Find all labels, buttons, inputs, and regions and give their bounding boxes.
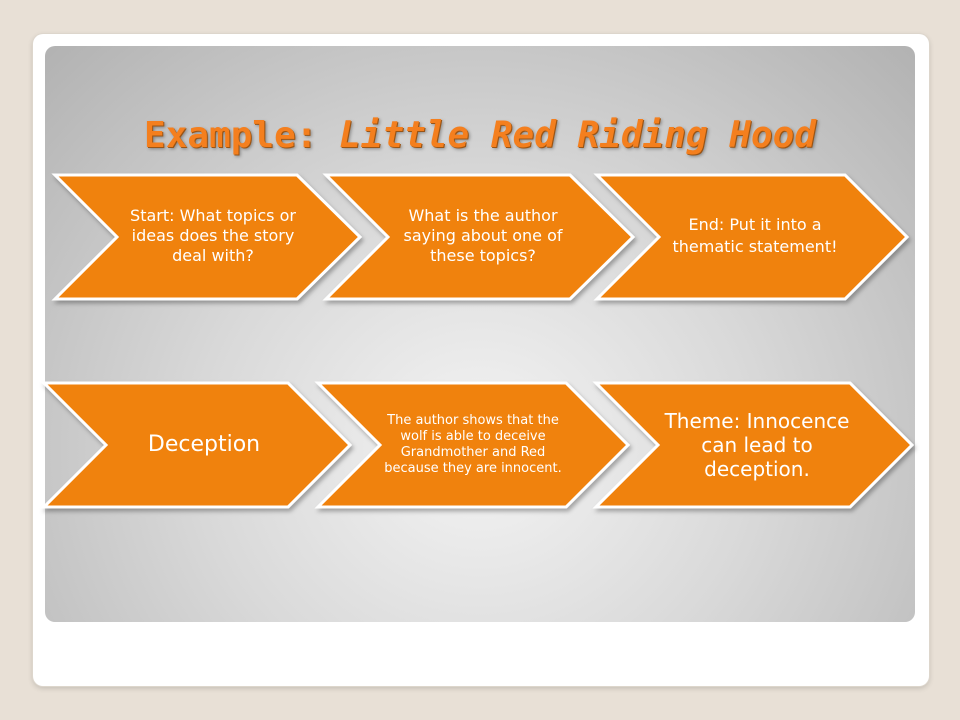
chevron-author-message xyxy=(314,381,631,509)
chevron-end xyxy=(593,173,910,301)
chevron-middle xyxy=(322,173,636,301)
chevron-theme xyxy=(592,381,915,509)
chevron-topic-text: Deception xyxy=(147,432,261,457)
chevron-author-message-text: The author shows that the wolf is able t… xyxy=(384,413,562,476)
chevron-middle-text: What is the author saying about one of t… xyxy=(403,206,563,265)
chevron-theme-text: Theme: Innocence can lead to deception. xyxy=(664,409,850,481)
chevron-start xyxy=(51,173,363,301)
slide-title: Example: Little Red Riding Hood xyxy=(45,112,915,160)
chevron-end-text: End: Put it into a thematic statement! xyxy=(672,215,838,256)
chevron-topic xyxy=(40,381,353,509)
title-emphasis: Little Red Riding Hood xyxy=(339,115,816,156)
title-prefix: Example: xyxy=(144,115,340,156)
slide-panel xyxy=(45,46,915,622)
chevron-start-text: Start: What topics or ideas does the sto… xyxy=(130,206,296,265)
